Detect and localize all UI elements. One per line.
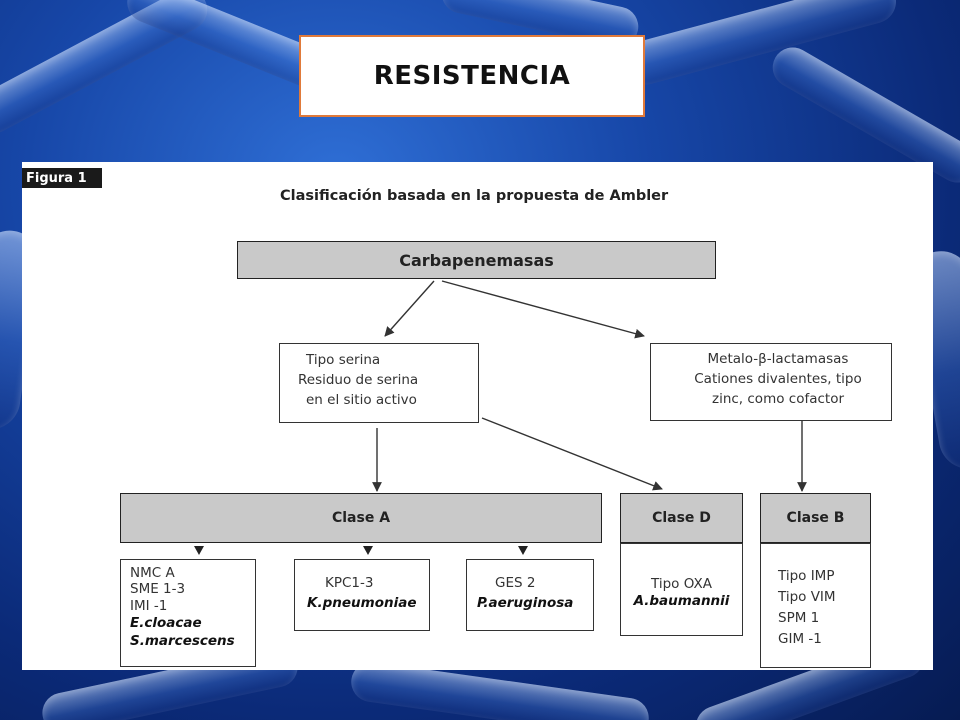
organism-k-pneumoniae: K.pneumoniae [307,595,417,611]
organism-p-aeruginosa: P.aeruginosa [477,595,574,611]
bacterium [619,0,901,90]
class-d-header: Clase D [620,493,743,543]
class-a-header: Clase A [120,493,602,543]
metallo-line-1: Metalo-β-lactamasas [707,351,849,367]
class-b-header: Clase B [760,493,871,543]
serine-line-3: en el sitio activo [306,392,417,408]
arrow-root-to-serine [384,280,435,337]
page-title: RESISTENCIA [373,61,571,91]
root-node-carbapenemasas: Carbapenemasas [237,241,716,279]
title-box: RESISTENCIA [299,35,645,117]
figure-panel: Figura 1 Clasificación basada en la prop… [22,162,933,670]
arrowhead-class-a-group-2 [363,546,373,555]
class-b-line-1: Tipo IMP [778,568,835,584]
class-b-line-3: SPM 1 [778,610,820,626]
class-d-details: Tipo OXA A.baumannii [620,543,743,636]
metallo-line-3: zinc, como cofactor [711,391,844,407]
organism-s-marcescens: S.marcescens [130,633,235,649]
class-b-label: Clase B [786,510,845,526]
class-a-label: Clase A [331,510,391,526]
figure-caption: Clasificación basada en la propuesta de … [280,188,669,204]
class-b-details: Tipo IMP Tipo VIM SPM 1 GIM -1 [760,543,871,668]
group-1-line-1: NMC A [130,565,175,581]
arrowhead-class-a-group-3 [518,546,528,555]
group-1-line-2: SME 1-3 [130,581,186,597]
figure-label: Figura 1 [22,168,102,188]
serine-line-1: Tipo serina [306,352,381,368]
class-a-group-3: GES 2 P.aeruginosa [466,559,594,631]
class-a-group-1: NMC A SME 1-3 IMI -1 E.cloacae S.marcesc… [120,559,256,667]
connector-arrows [194,280,807,555]
class-b-line-2: Tipo VIM [778,589,836,605]
serine-line-2: Residuo de serina [298,372,419,388]
serine-type-node: Tipo serina Residuo de serina en el siti… [279,343,479,423]
class-b-line-4: GIM -1 [778,631,822,647]
metallo-line-2: Cationes divalentes, tipo [694,371,862,387]
class-d-label: Clase D [652,510,711,526]
class-a-group-2: KPC1-3 K.pneumoniae [294,559,430,631]
class-d-line-1: Tipo OXA [651,576,712,592]
organism-e-cloacae: E.cloacae [130,615,202,631]
group-2-line-1: KPC1-3 [325,575,374,591]
arrow-root-to-metallo [441,280,645,339]
organism-a-baumannii: A.baumannii [633,593,730,609]
arrow-serine-to-class-d [481,417,663,491]
root-node-label: Carbapenemasas [399,250,554,270]
group-3-line-1: GES 2 [495,575,536,591]
group-1-line-3: IMI -1 [130,598,168,614]
arrowhead-class-a-group-1 [194,546,204,555]
metallo-node: Metalo-β-lactamasas Cationes divalentes,… [650,343,892,421]
